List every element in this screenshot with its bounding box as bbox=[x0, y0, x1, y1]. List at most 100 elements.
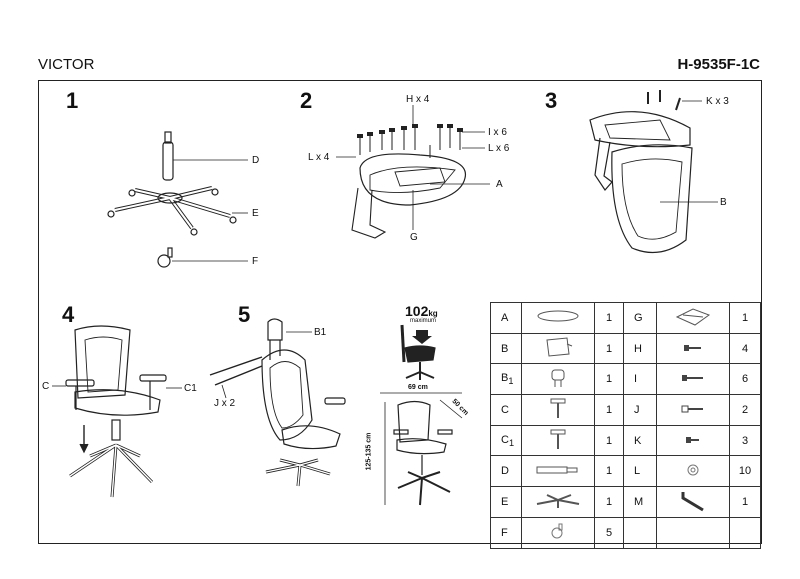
part-picture bbox=[521, 455, 595, 488]
product-code: H-9535F-1C bbox=[677, 56, 760, 73]
part-picture bbox=[656, 394, 730, 426]
step-5-number: 5 bbox=[238, 302, 251, 327]
allen-key-icon bbox=[679, 492, 707, 515]
part-picture bbox=[656, 363, 730, 396]
callout-J: J x 2 bbox=[214, 398, 236, 409]
part-id bbox=[623, 516, 657, 549]
callout-H: H x 4 bbox=[406, 94, 430, 105]
part-id-subscript: 1 bbox=[508, 376, 514, 387]
step-2-number: 2 bbox=[300, 88, 313, 113]
spec-illustration bbox=[380, 324, 463, 506]
max-load-note: maximum bbox=[410, 318, 437, 324]
product-name: VICTOR bbox=[38, 56, 95, 73]
part-id: F bbox=[490, 516, 522, 549]
base-icon bbox=[533, 494, 583, 512]
part-id: B bbox=[490, 332, 522, 365]
part-id: G bbox=[623, 302, 657, 334]
part-picture bbox=[521, 363, 595, 396]
callout-K: K x 3 bbox=[706, 96, 729, 107]
max-load-value: 102kg bbox=[405, 303, 438, 319]
callout-I: I x 6 bbox=[488, 127, 507, 138]
part-id: C1 bbox=[490, 424, 522, 457]
callout-E: E bbox=[252, 208, 259, 219]
part-id-subscript: 1 bbox=[508, 437, 515, 448]
instruction-frame bbox=[38, 80, 762, 544]
part-quantity bbox=[729, 516, 761, 549]
height-dimension: 125-135 cm bbox=[365, 432, 373, 471]
washer-icon bbox=[686, 464, 700, 480]
callout-L6: L x 6 bbox=[488, 143, 510, 154]
max-load-unit: kg bbox=[428, 309, 438, 318]
part-id: B1 bbox=[490, 363, 522, 396]
part-quantity: 2 bbox=[729, 394, 761, 426]
step2-illustration bbox=[336, 105, 490, 239]
part-quantity: 3 bbox=[729, 424, 761, 457]
part-id: K bbox=[623, 424, 657, 457]
part-quantity: 4 bbox=[729, 332, 761, 365]
seat-icon bbox=[536, 310, 580, 326]
part-id: E bbox=[490, 486, 522, 518]
part-picture bbox=[521, 486, 595, 518]
part-quantity: 1 bbox=[594, 455, 624, 488]
step4-illustration bbox=[52, 325, 182, 498]
part-picture bbox=[521, 332, 595, 365]
part-quantity: 1 bbox=[594, 394, 624, 426]
part-quantity: 1 bbox=[729, 302, 761, 334]
backrest-icon bbox=[543, 337, 573, 361]
long-screw-icon bbox=[681, 373, 705, 385]
mechanism-icon bbox=[673, 308, 713, 330]
callout-F: F bbox=[252, 256, 259, 267]
part-picture bbox=[656, 516, 730, 549]
part-quantity: 5 bbox=[594, 516, 624, 549]
part-picture bbox=[521, 394, 595, 426]
step1-illustration bbox=[107, 131, 248, 268]
armrest-left-icon bbox=[548, 398, 568, 423]
part-id: I bbox=[623, 363, 657, 396]
part-id: M bbox=[623, 486, 657, 518]
callout-C: C bbox=[42, 381, 50, 392]
part-picture bbox=[521, 516, 595, 549]
part-picture bbox=[656, 302, 730, 334]
part-quantity: 1 bbox=[729, 486, 761, 518]
callout-C1: C1 bbox=[184, 383, 197, 394]
part-quantity: 1 bbox=[594, 363, 624, 396]
step-1-number: 1 bbox=[66, 88, 79, 113]
part-id: A bbox=[490, 302, 522, 334]
width-dimension: 69 cm bbox=[408, 384, 428, 391]
part-quantity: 1 bbox=[594, 486, 624, 518]
step-3-number: 3 bbox=[545, 88, 558, 113]
part-picture bbox=[656, 455, 730, 488]
part-id: C bbox=[490, 394, 522, 426]
part-picture bbox=[656, 424, 730, 457]
max-load-number: 102 bbox=[405, 303, 429, 319]
part-id: H bbox=[623, 332, 657, 365]
bolt-icon bbox=[681, 404, 705, 416]
step5-illustration bbox=[209, 318, 346, 487]
part-picture bbox=[521, 424, 595, 457]
part-quantity: 6 bbox=[729, 363, 761, 396]
part-quantity: 10 bbox=[729, 455, 761, 488]
callout-G: G bbox=[410, 232, 418, 243]
short-screw-icon bbox=[685, 435, 701, 447]
part-id: L bbox=[623, 455, 657, 488]
part-id: J bbox=[623, 394, 657, 426]
step3-illustration bbox=[589, 90, 718, 254]
headrest-icon bbox=[548, 369, 568, 391]
callout-B1: B1 bbox=[314, 327, 327, 338]
part-quantity: 1 bbox=[594, 302, 624, 334]
step-4-number: 4 bbox=[62, 302, 75, 327]
part-quantity: 1 bbox=[594, 332, 624, 365]
gas-lift-icon bbox=[535, 466, 581, 478]
part-picture bbox=[656, 486, 730, 518]
callout-L4: L x 4 bbox=[308, 152, 330, 163]
